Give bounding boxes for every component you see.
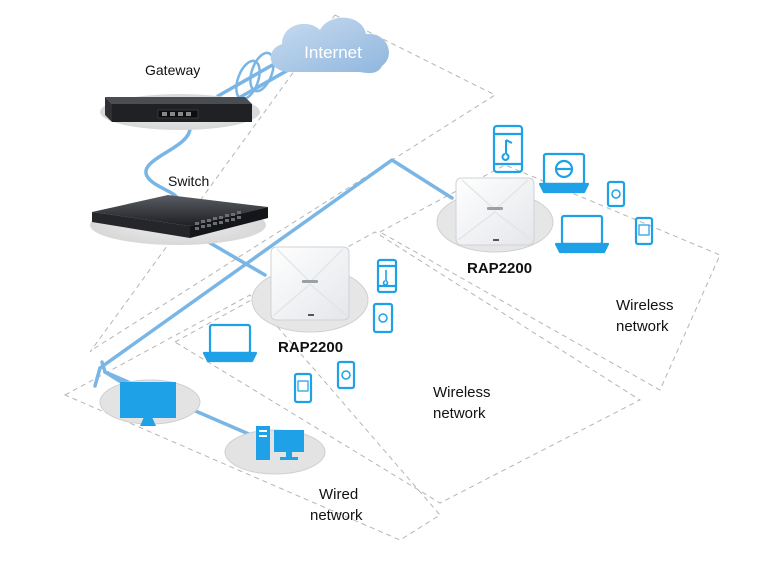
laptop-icon [202, 323, 258, 363]
switch-icon [90, 195, 268, 245]
wired-label-line2: network [310, 507, 363, 524]
wired-label-line1: Wired [319, 486, 358, 503]
wireless-left-label-line2: network [433, 405, 486, 422]
switch-to-ap-left-cable [203, 238, 267, 277]
smartphone-icon [492, 124, 524, 174]
wireless-right-label-line1: Wireless [616, 297, 674, 314]
wired-devices [99, 379, 326, 475]
access-point-icon [270, 246, 350, 321]
access-point-icon [455, 177, 535, 246]
wireless-devices-right [492, 124, 654, 254]
ap-right-label: RAP2200 [467, 260, 532, 277]
zone-outlines [63, 14, 721, 541]
tablet-icon [293, 372, 313, 404]
internet-label: Internet [304, 43, 362, 62]
tablet-icon [606, 180, 626, 208]
wan-zone-outline [89, 14, 497, 353]
desktop-pc-icon [256, 426, 304, 460]
gateway-router-icon [100, 94, 260, 130]
gateway-label: Gateway [145, 62, 200, 78]
wired-zone-outline [63, 294, 441, 541]
projector-screen-icon [120, 382, 176, 426]
tablet-icon [336, 360, 356, 390]
access-point-left: RAP2200 [251, 246, 369, 356]
smartphone-icon [376, 258, 398, 294]
wireless-zone-left-outline [174, 231, 642, 504]
wireless-zone-right-outline [378, 164, 721, 391]
backbone-cable [98, 158, 454, 370]
zone-labels: Wireless network Wireless network Wired … [310, 297, 674, 524]
wireless-right-label-line2: network [616, 318, 669, 335]
cloud-icon: Internet [270, 17, 389, 74]
ie-monitor-icon [538, 152, 590, 194]
wireless-left-label-line1: Wireless [433, 384, 491, 401]
gateway-to-switch-cable [144, 126, 192, 207]
access-point-right: RAP2200 [436, 177, 554, 277]
laptop-icon [554, 214, 610, 254]
tablet-icon [634, 216, 654, 246]
wireless-devices-left [202, 258, 398, 404]
tablet-icon [372, 302, 394, 334]
ap-left-label: RAP2200 [278, 339, 343, 356]
projector-cable [93, 366, 102, 388]
switch-label: Switch [168, 173, 209, 189]
